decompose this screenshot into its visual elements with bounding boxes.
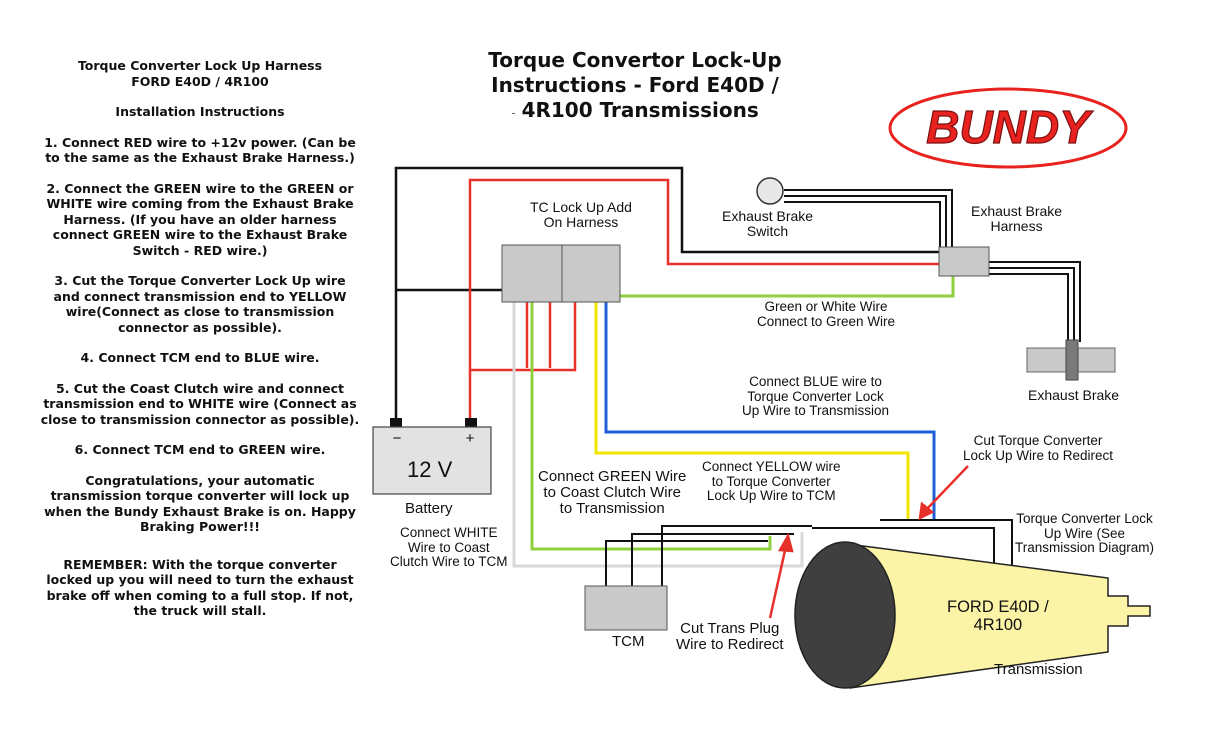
exhaust-brake-switch-icon (756, 177, 784, 205)
cut-tc-label-line1: Cut Torque Converter (973, 433, 1103, 448)
green-white-label-line2: Connect to Green Wire (757, 313, 896, 329)
eb-harness-label-line2: Harness (990, 218, 1043, 234)
green-coast-label: Connect GREEN Wire to Coast Clutch Wire … (538, 469, 686, 517)
white-label-line1: Connect WHITE (400, 525, 498, 540)
transmission-icon (794, 541, 1151, 689)
cut-trans-label-line1: Cut Trans Plug (680, 620, 780, 637)
green-white-label: Green or White Wire Connect to Green Wir… (757, 299, 896, 329)
step-1: 1. Connect RED wire to +12v power. (Can … (44, 134, 356, 166)
tc-lockup-label-line1: Torque Converter Lock (1016, 511, 1153, 526)
yellow-label: Connect YELLOW wire to Torque Converter … (702, 459, 841, 504)
cut-trans-label: Cut Trans Plug Wire to Redirect (676, 621, 784, 653)
tcm-box (584, 585, 668, 631)
switch-wires (784, 189, 953, 250)
harness-label: TC Lock Up Add On Harness (530, 200, 632, 230)
instructions-panel: Torque Converter Lock Up Harness FORD E4… (40, 58, 360, 634)
instructions-title-line1: Torque Converter Lock Up Harness (77, 58, 323, 73)
white-label: Connect WHITE Wire to Coast Clutch Wire … (390, 525, 508, 570)
switch-label: Exhaust Brake Switch (722, 209, 813, 239)
battery-label: Battery (405, 500, 453, 517)
step-6: 6. Connect TCM end to GREEN wire. (74, 442, 326, 457)
green-coast-label-line3: to Transmission (559, 500, 665, 517)
step-3: 3. Cut the Torque Converter Lock Up wire… (53, 273, 347, 335)
tc-lockup-label-line2: Up Wire (See (1044, 525, 1126, 541)
redirect-arrows (768, 465, 969, 619)
cut-tc-label: Cut Torque Converter Lock Up Wire to Red… (963, 433, 1114, 463)
battery-icon (372, 418, 492, 495)
title-line3: 4R100 Transmissions (521, 98, 759, 122)
tcm-label: TCM (612, 633, 645, 650)
battery-voltage: 12 V (407, 457, 453, 482)
remember-text: REMEMBER: With the torque converter lock… (46, 556, 354, 619)
trans-model-label: FORD E40D / 4R100 (947, 598, 1049, 634)
battery-plus: + (465, 430, 475, 447)
harness-label-line2: On Harness (543, 214, 619, 230)
eb-harness-wires (988, 261, 1081, 342)
tc-harness-box (501, 244, 621, 303)
title-dash: - (511, 106, 516, 120)
transmission-label: Transmission (994, 661, 1083, 678)
green-wire-eb (620, 276, 955, 298)
step-5: 5. Cut the Coast Clutch wire and connect… (40, 380, 360, 427)
blue-label-line3: Up Wire to Transmission (742, 403, 890, 418)
exhaust-brake-icon (1026, 339, 1116, 381)
yellow-label-line1: Connect YELLOW wire (702, 459, 841, 474)
blue-label-line1: Connect BLUE wire to (749, 374, 882, 389)
blue-wire (604, 300, 936, 520)
white-label-line2: Wire to Coast (407, 539, 490, 555)
black-wire (394, 166, 940, 420)
instructions-title-line2: FORD E40D / 4R100 (131, 73, 269, 89)
bundy-logo-text: BUNDY (926, 101, 1094, 153)
harness-label-line1: TC Lock Up Add (530, 199, 632, 215)
title-line1: Torque Convertor Lock-Up (488, 48, 782, 72)
eb-harness-label: Exhaust Brake Harness (971, 204, 1062, 234)
instructions-subtitle: Installation Instructions (115, 104, 285, 119)
green-coast-label-line2: to Coast Clutch Wire (543, 484, 681, 501)
trans-black-wires (605, 519, 1013, 586)
yellow-label-line3: Lock Up Wire to TCM (706, 488, 836, 503)
red-wire (468, 178, 940, 420)
step-4: 4. Connect TCM end to BLUE wire. (80, 350, 320, 365)
exhaust-brake-label: Exhaust Brake (1028, 387, 1120, 403)
eb-harness-label-line1: Exhaust Brake (971, 203, 1063, 219)
trans-model-line1: FORD E40D / (947, 598, 1049, 616)
tc-lockup-label: Torque Converter Lock Up Wire (See Trans… (1015, 511, 1155, 556)
yellow-wire (594, 300, 910, 520)
diagram-title: Torque Convertor Lock-Up Instructions - … (470, 48, 800, 126)
white-wire (512, 300, 804, 568)
white-label-line3: Clutch Wire to TCM (390, 554, 508, 569)
title-line2: Instructions - Ford E40D / (491, 73, 779, 97)
green-coast-label-line1: Connect GREEN Wire (538, 468, 687, 485)
blue-label-line2: Torque Converter Lock (747, 388, 884, 404)
cut-tc-label-line2: Lock Up Wire to Redirect (963, 447, 1114, 463)
blue-label: Connect BLUE wire to Torque Converter Lo… (742, 374, 890, 419)
green-wire-coast (530, 300, 772, 551)
switch-label-line1: Exhaust Brake (722, 208, 814, 224)
step-2: 2. Connect the GREEN wire to the GREEN o… (46, 180, 354, 258)
bundy-logo: BUNDY (888, 87, 1128, 169)
cut-trans-label-line2: Wire to Redirect (676, 636, 784, 653)
tc-lockup-label-line3: Transmission Diagram) (1015, 540, 1155, 555)
switch-label-line2: Switch (746, 223, 789, 239)
battery-minus: − (392, 430, 402, 447)
congrats-text: Congratulations, your automatic transmis… (44, 472, 356, 535)
trans-model-line2: 4R100 (973, 616, 1023, 634)
yellow-label-line2: to Torque Converter (711, 473, 831, 489)
green-white-label-line1: Green or White Wire (764, 299, 888, 314)
eb-harness-connector (938, 246, 990, 277)
